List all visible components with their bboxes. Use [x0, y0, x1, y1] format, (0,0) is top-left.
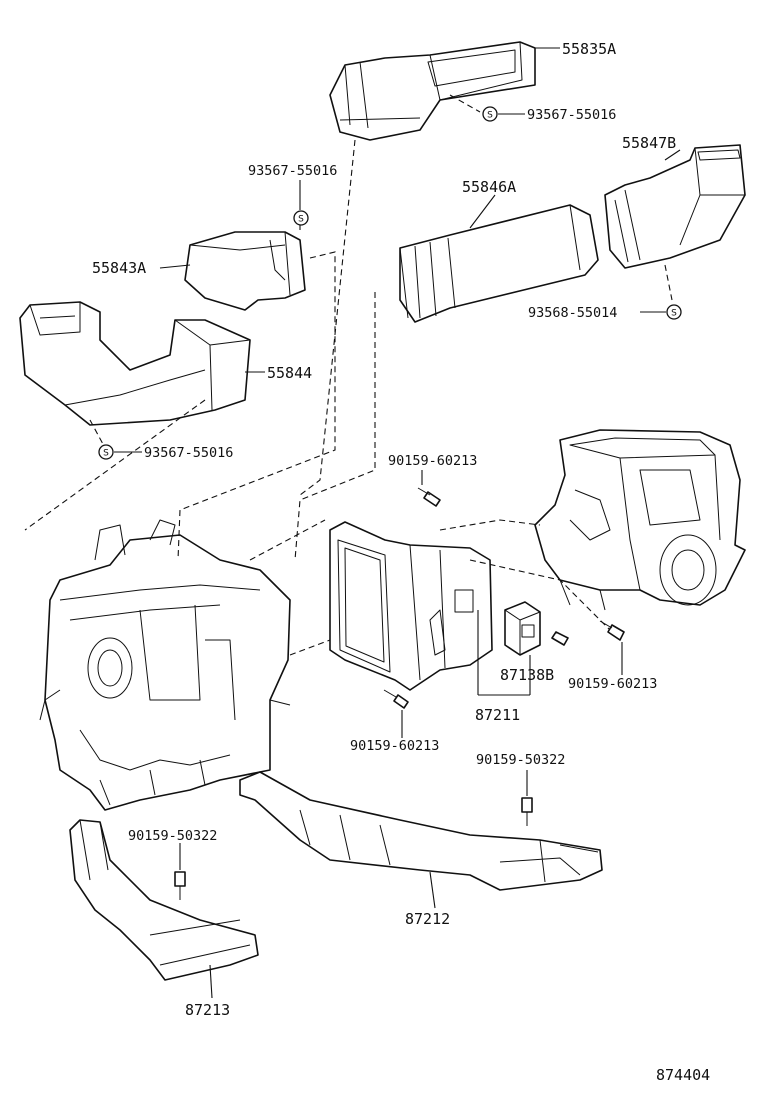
duct-55843A[interactable] — [184, 231, 306, 311]
label-90159-60213-a: 90159-60213 — [388, 453, 477, 469]
label-55847B: 55847B — [622, 134, 676, 152]
screw-icon — [174, 871, 186, 900]
screw-icon — [551, 631, 569, 646]
screw-icon — [417, 487, 441, 507]
svg-text:S: S — [671, 309, 677, 319]
label-93567-55016-b: 93567-55016 — [248, 163, 337, 179]
label-90159-60213-c: 90159-60213 — [568, 676, 657, 692]
label-55844: 55844 — [267, 364, 312, 382]
duct-87211[interactable] — [329, 521, 493, 691]
label-90159-60213-b: 90159-60213 — [350, 738, 439, 754]
resistor-87138B[interactable] — [504, 601, 541, 656]
svg-text:S: S — [487, 111, 493, 121]
label-90159-50322-b: 90159-50322 — [128, 828, 217, 844]
label-55846A: 55846A — [462, 178, 516, 196]
svg-text:S: S — [298, 215, 304, 225]
duct-87212[interactable] — [239, 771, 603, 891]
label-87211: 87211 — [475, 706, 520, 724]
clip-icon: S — [666, 304, 682, 320]
duct-55844[interactable] — [19, 301, 251, 426]
label-93568-55014: 93568-55014 — [528, 305, 617, 321]
reference-number: 874404 — [656, 1066, 710, 1084]
label-87138B: 87138B — [500, 666, 554, 684]
label-87212: 87212 — [405, 910, 450, 928]
label-55843A: 55843A — [92, 259, 146, 277]
label-90159-50322-a: 90159-50322 — [476, 752, 565, 768]
svg-text:S: S — [103, 449, 109, 459]
label-87213: 87213 — [185, 1001, 230, 1019]
duct-55846A[interactable] — [399, 204, 599, 323]
label-93567-55016-a: 93567-55016 — [527, 107, 616, 123]
heater-unit[interactable] — [39, 519, 291, 811]
label-93567-55016-c: 93567-55016 — [144, 445, 233, 461]
duct-55835A[interactable] — [329, 41, 536, 141]
blower-unit[interactable] — [534, 429, 746, 611]
clip-icon: S — [98, 444, 114, 460]
screw-icon — [521, 797, 533, 826]
duct-55847B[interactable] — [604, 144, 746, 269]
screw-icon — [383, 689, 409, 709]
duct-87213[interactable] — [69, 819, 259, 981]
clip-icon: S — [293, 210, 309, 226]
clip-icon: S — [482, 106, 498, 122]
label-55835A: 55835A — [562, 40, 616, 58]
screw-icon — [599, 620, 625, 641]
